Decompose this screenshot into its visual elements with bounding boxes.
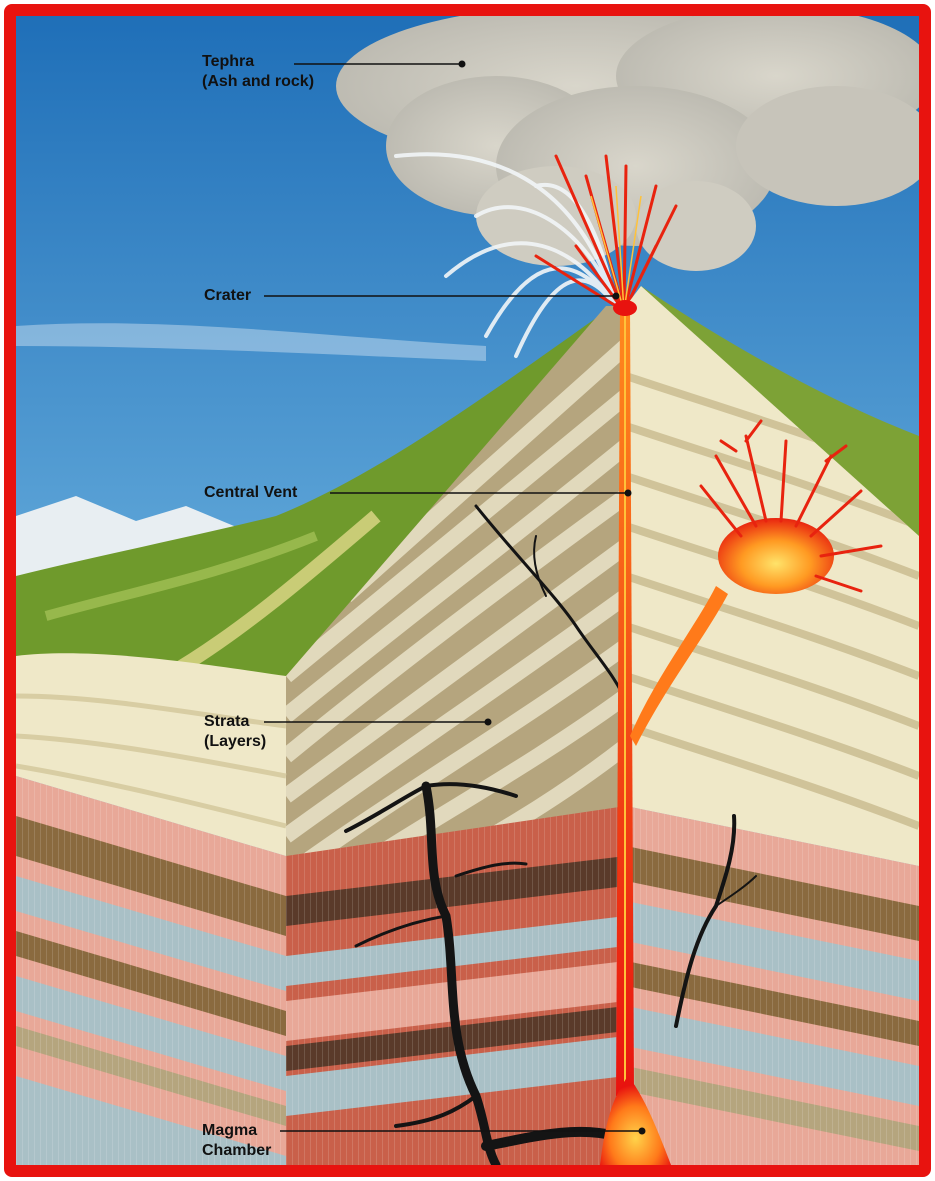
label-central-vent-line-1: Central Vent	[204, 483, 297, 503]
label-strata: Strata (Layers)	[204, 712, 266, 752]
label-tephra: Tephra (Ash and rock)	[202, 52, 314, 92]
label-central-vent: Central Vent	[204, 483, 297, 503]
label-magma-chamber: Magma Chamber	[202, 1121, 271, 1161]
label-tephra-line-2: (Ash and rock)	[202, 72, 314, 92]
crater-vent	[613, 300, 637, 316]
label-magma-chamber-line-1: Magma	[202, 1121, 271, 1141]
label-strata-line-2: (Layers)	[204, 732, 266, 752]
volcano-illustration	[16, 16, 919, 1165]
label-magma-chamber-line-2: Chamber	[202, 1141, 271, 1161]
label-crater-line-1: Crater	[204, 286, 251, 306]
diagram-frame: Tephra (Ash and rock) Crater Central Ven…	[4, 4, 931, 1177]
label-crater: Crater	[204, 286, 251, 306]
label-strata-line-1: Strata	[204, 712, 266, 732]
label-tephra-line-1: Tephra	[202, 52, 314, 72]
